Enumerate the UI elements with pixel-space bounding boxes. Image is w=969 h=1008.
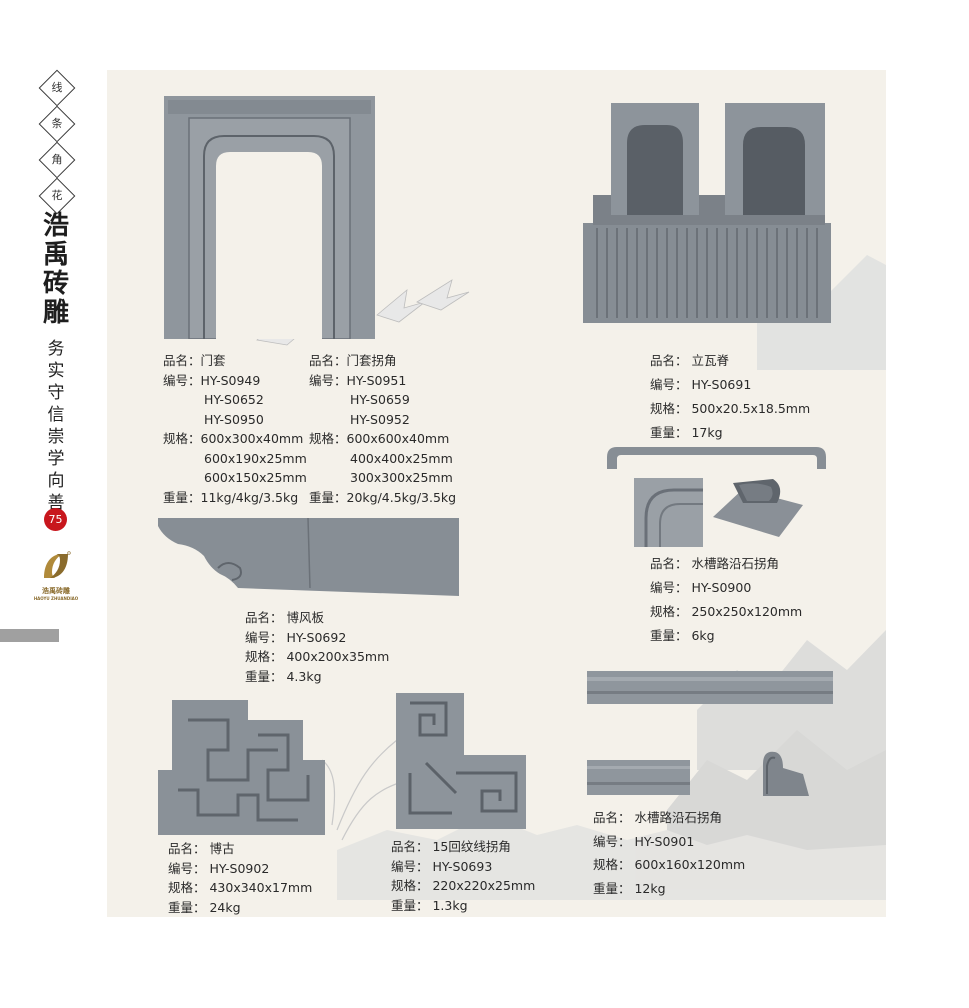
product-info-gutter-corner-1: 品名： 水槽路沿石拐角 编号： HY-S0900 规格： 250x250x120… — [650, 556, 803, 643]
product-info-bogu: 品名： 博古 编号： HY-S0902 规格： 430x340x17mm 重量：… — [168, 841, 313, 915]
gutter-short-rail-image — [587, 760, 690, 795]
product-info-gutter-corner-2: 品名： 水槽路沿石拐角 编号： HY-S0901 规格： 600x160x120… — [593, 810, 746, 896]
brand-name: 浩 禹 砖 雕 — [42, 211, 69, 328]
product-info-ridge-tile: 品名： 立瓦脊 编号： HY-S0691 规格： 500x20.5x18.5mm… — [650, 353, 811, 440]
gutter-profile-image — [763, 751, 809, 796]
motto: 务 实 守 信 崇 学 向 善 — [47, 339, 65, 513]
gable-board-image — [158, 518, 459, 596]
gutter-corner-closeup-image — [634, 478, 703, 547]
tag-diamond: 花 — [38, 177, 76, 215]
product-info-door-corner: 品名：门套拐角 编号：HY-S0951 HY-S0659 HY-S0952 规格… — [309, 353, 457, 505]
logo-text: 浩禹砖雕 HAOYU ZHUANDIAO — [33, 587, 79, 601]
ridge-tile-image — [583, 103, 831, 323]
product-info-gable-board: 品名： 博风板 编号： HY-S0692 规格： 400x200x35mm 重量… — [245, 610, 390, 684]
tag-diamond: 角 — [38, 141, 76, 179]
brand-logo-icon — [44, 551, 71, 578]
tag-diamond: 线 — [38, 69, 76, 107]
door-frame-image — [164, 96, 375, 339]
fret-corner-image — [396, 693, 526, 829]
gutter-corner-block-image — [713, 479, 803, 537]
gutter-rail-image — [607, 447, 826, 469]
tag-diamond: 条 — [38, 105, 76, 143]
product-info-door-frame: 品名：门套 编号：HY-S0949 HY-S0652 HY-S0950 规格：6… — [163, 353, 307, 505]
bogu-image — [158, 700, 325, 835]
product-info-fret-corner: 品名： 15回纹线拐角 编号： HY-S0693 规格： 220x220x25m… — [391, 839, 536, 913]
page-number: 75 — [44, 508, 67, 531]
page-marker-bar — [0, 629, 59, 642]
gutter-long-rail-image — [587, 671, 833, 704]
